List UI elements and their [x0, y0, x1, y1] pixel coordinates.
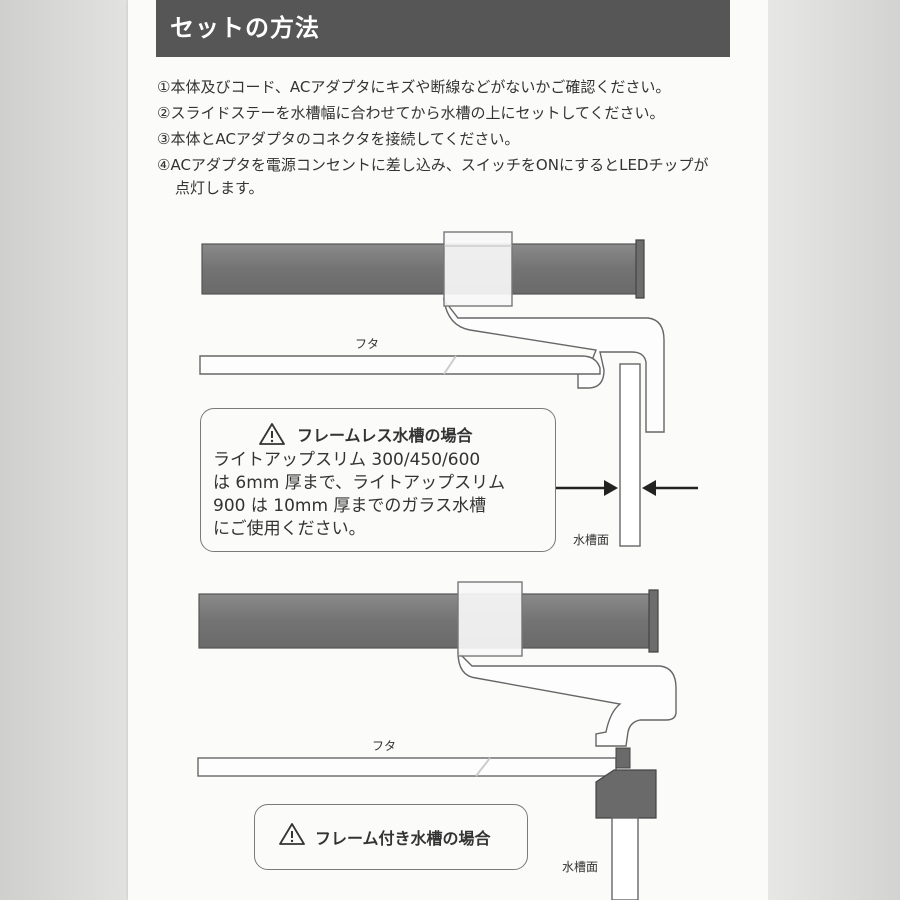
- glass-surface-label: 水槽面: [573, 533, 610, 547]
- diagram-framed: [197, 581, 677, 900]
- slide-stay-bracket: [442, 297, 665, 433]
- note-line-1: ライトアップスリム 300/450/600: [213, 450, 481, 470]
- background-right: [768, 0, 900, 900]
- framed-note: フレーム付き水槽の場合: [254, 804, 528, 870]
- lid-label: フタ: [355, 337, 380, 351]
- lid-label: フタ: [372, 739, 397, 753]
- warning-icon: [259, 423, 285, 445]
- glass-wall: [619, 363, 641, 547]
- frameless-note: フレームレス水槽の場合 ライトアップスリム 300/450/600 は 6mm …: [200, 408, 556, 552]
- framed-note-title: フレーム付き水槽の場合: [315, 829, 491, 848]
- background-left: [0, 0, 128, 900]
- note-line-4: にご使用ください。: [213, 519, 366, 539]
- light-bar: [198, 593, 652, 649]
- note-line-2: は 6mm 厚まで、ライトアップスリム: [213, 473, 506, 493]
- clamp-sleeve: [457, 581, 523, 657]
- section-title: セットの方法: [170, 14, 320, 42]
- clamp-sleeve: [443, 231, 513, 307]
- tank-frame-top: [615, 747, 631, 769]
- arrow-left-icon: [642, 480, 698, 496]
- warning-icon: [279, 823, 305, 845]
- instruction-steps: ①本体及びコード、ACアダプタにキズや断線などがないかご確認ください。 ②スライ…: [157, 74, 737, 201]
- light-bar: [201, 243, 639, 295]
- tank-frame: [595, 769, 657, 819]
- section-header: セットの方法: [156, 0, 730, 57]
- tank-lid: [199, 355, 601, 375]
- note-line-3: 900 は 10mm 厚までのガラス水槽: [213, 496, 487, 516]
- glass-surface-label: 水槽面: [562, 860, 599, 874]
- slide-stay-bracket: [457, 650, 677, 747]
- step-1: ①本体及びコード、ACアダプタにキズや断線などがないかご確認ください。: [157, 78, 671, 96]
- end-cap: [635, 239, 645, 299]
- step-4: ④ACアダプタを電源コンセントに差し込み、スイッチをONにするとLEDチップが: [157, 156, 709, 174]
- step-2: ②スライドステーを水槽幅に合わせてから水槽の上にセットしてください。: [157, 104, 665, 122]
- tank-lid: [197, 757, 617, 777]
- frameless-note-title: フレームレス水槽の場合: [297, 426, 473, 445]
- step-4-continued: 点灯します。: [175, 179, 264, 197]
- arrow-right-icon: [552, 480, 618, 496]
- diagram-frameless: [199, 231, 698, 547]
- step-3: ③本体とACアダプタのコネクタを接続してください。: [157, 130, 520, 148]
- end-cap: [648, 589, 659, 653]
- glass-wall: [611, 817, 639, 900]
